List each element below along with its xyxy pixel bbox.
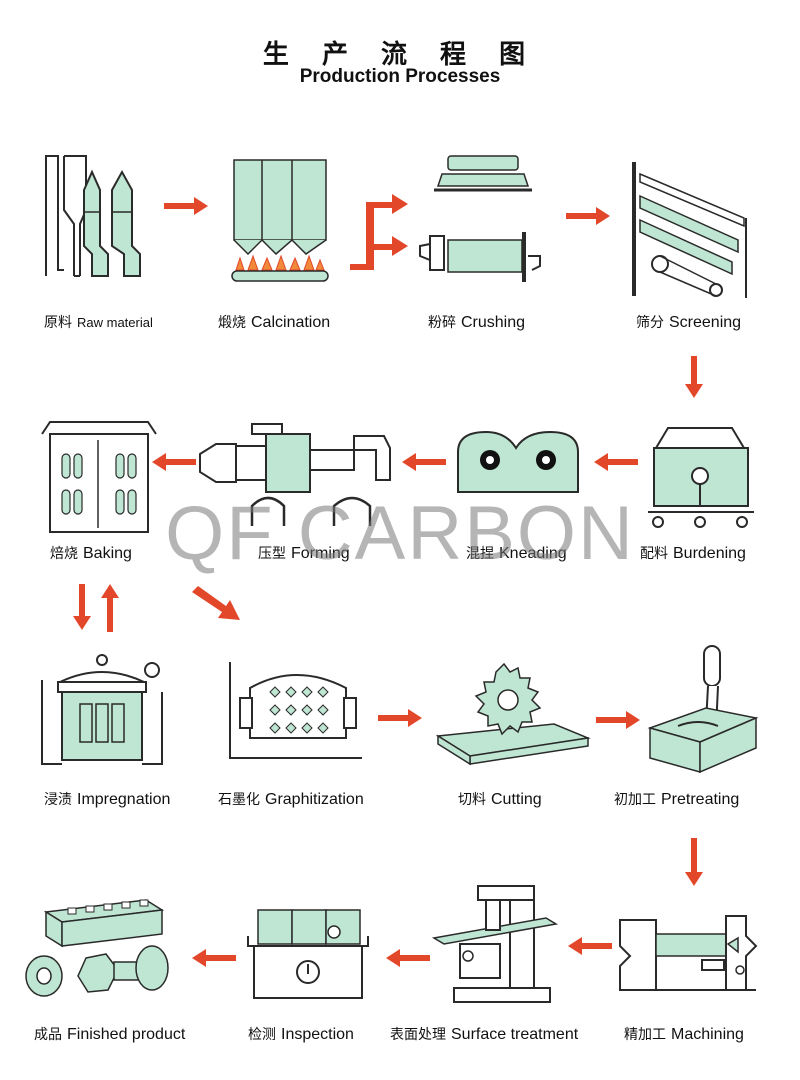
step-en: Machining (671, 1026, 744, 1043)
arrow-down-icon (685, 838, 703, 886)
arrow-down-icon (73, 584, 91, 630)
step-en: Raw material (77, 315, 153, 330)
step-en: Pretreating (661, 791, 740, 808)
step-en: Graphitization (265, 791, 364, 808)
arrow-up-icon (101, 584, 119, 632)
arrow-down-icon (685, 356, 703, 398)
arrow-left-icon (402, 453, 446, 471)
step-en: Baking (83, 545, 132, 562)
step-label-baking: 焙烧 Baking (50, 543, 132, 563)
step-en: Cutting (491, 791, 542, 808)
arrow-left-icon (192, 949, 236, 967)
cutting-saw-illustration (435, 662, 591, 766)
step-en: Inspection (281, 1026, 354, 1043)
step-cn: 表面处理 (390, 1027, 446, 1043)
step-en: Kneading (499, 545, 567, 562)
step-en: Impregnation (77, 791, 171, 808)
arrow-left-icon (152, 453, 196, 471)
calcination-kiln-illustration (231, 159, 329, 282)
raw-material-silos-illustration (45, 155, 141, 277)
forming-press-illustration (199, 423, 391, 526)
crushing-machine-illustration (419, 155, 541, 282)
step-en: Crushing (461, 314, 526, 331)
step-cn: 混捏 (466, 546, 494, 562)
step-en: Calcination (251, 314, 331, 331)
step-label-burdening: 配料 Burdening (640, 543, 746, 563)
finished-product-illustration (25, 899, 169, 997)
step-label-kneading: 混捏 Kneading (466, 543, 567, 563)
step-cn: 浸渍 (44, 792, 72, 808)
step-cn: 粉碎 (428, 315, 456, 331)
step-label-raw-material: 原料 Raw material (44, 312, 153, 332)
step-label-graphitization: 石墨化 Graphitization (218, 789, 364, 809)
pretreating-mill-illustration (647, 645, 759, 774)
step-en: Surface treatment (451, 1026, 579, 1043)
step-cn: 检测 (248, 1027, 276, 1043)
page-title-chinese: 生 产 流 程 图 (262, 40, 538, 70)
step-label-screening: 筛分 Screening (636, 312, 741, 332)
step-label-calcination: 煅烧 Calcination (218, 312, 330, 332)
step-cn: 焙烧 (50, 546, 78, 562)
arrow-right-icon (378, 709, 422, 727)
arrow-diagonal-icon (192, 586, 240, 620)
step-en: Screening (669, 314, 742, 331)
step-cn: 石墨化 (218, 792, 260, 808)
step-label-finished-product: 成品 Finished product (34, 1024, 185, 1044)
step-cn: 煅烧 (218, 315, 246, 331)
step-label-impregnation: 浸渍 Impregnation (44, 789, 170, 809)
surface-treatment-machine-illustration (431, 885, 559, 1003)
arrow-left-icon (386, 949, 430, 967)
step-cn: 切料 (458, 792, 486, 808)
arrow-left-icon (594, 453, 638, 471)
step-label-surface-treatment: 表面处理 Surface treatment (390, 1024, 578, 1044)
step-cn: 成品 (34, 1027, 62, 1043)
step-en: Forming (291, 545, 350, 562)
step-label-forming: 压型 Forming (258, 543, 350, 563)
kneading-mixer-illustration (457, 430, 579, 493)
graphitization-furnace-illustration (229, 662, 362, 759)
step-label-pretreating: 初加工 Pretreating (614, 789, 739, 809)
arrow-split-icon (350, 194, 408, 270)
impregnation-tank-illustration (41, 654, 163, 765)
step-cn: 筛分 (636, 315, 664, 331)
step-label-crushing: 粉碎 Crushing (428, 312, 525, 332)
step-cn: 配料 (640, 546, 668, 562)
page-title-english: Production Processes (299, 66, 501, 87)
step-label-cutting: 切料 Cutting (458, 789, 542, 809)
inspection-station-illustration (247, 909, 369, 999)
step-cn: 压型 (258, 546, 286, 562)
baking-furnace-illustration (41, 421, 157, 533)
arrow-left-icon (568, 937, 612, 955)
arrow-right-icon (596, 711, 640, 729)
step-en: Finished product (67, 1026, 186, 1043)
screening-sieve-illustration (632, 162, 747, 298)
step-en: Burdening (673, 545, 746, 562)
burdening-cart-illustration (648, 427, 754, 528)
step-label-inspection: 检测 Inspection (248, 1024, 354, 1044)
step-cn: 精加工 (624, 1027, 666, 1043)
machining-lathe-illustration (619, 915, 758, 991)
arrow-right-icon (164, 197, 208, 215)
step-cn: 原料 (44, 315, 72, 331)
step-cn: 初加工 (614, 792, 656, 808)
step-label-machining: 精加工 Machining (624, 1024, 744, 1044)
arrow-right-icon (566, 207, 610, 225)
